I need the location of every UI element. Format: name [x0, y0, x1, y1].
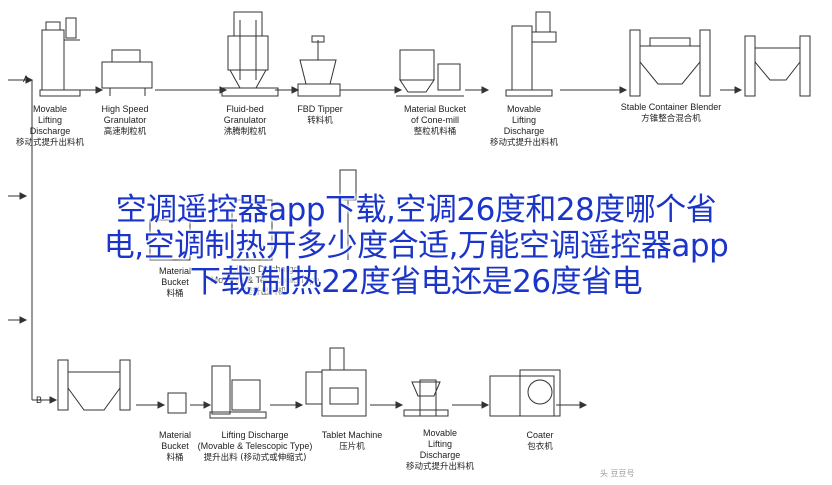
- machine-fluid-bed-granulator: [221, 11, 279, 97]
- flow-line-top: [8, 76, 34, 400]
- label-mid-2: Lifting Discharge Movable & Telescopic T…: [210, 264, 320, 297]
- machine-fbd-tipper: [297, 35, 341, 97]
- arrows-bottom: [136, 401, 588, 409]
- row-marker-a: A: [23, 74, 30, 84]
- machine-stable-container-blender: [629, 29, 811, 97]
- machine-mid-material-bucket: [149, 219, 191, 261]
- machine-bottom-material-bucket: [167, 392, 187, 414]
- overlay-title-line-1: 空调遥控器app下载,空调26度和28度哪个省: [115, 192, 717, 228]
- machine-bottom-tablet-machine: [305, 347, 367, 417]
- arrows-top: [80, 86, 743, 94]
- watermark: 头 豆豆号: [600, 469, 635, 478]
- machine-movable-lifting-1: [39, 17, 81, 97]
- row-marker-b: B: [36, 395, 43, 405]
- machine-bottom-coater: [489, 369, 561, 417]
- machine-mid-lifting-discharge: [231, 169, 357, 261]
- machine-bottom-movable-lifting: [403, 379, 449, 417]
- overlay-title: 空调遥控器app下载,空调26度和28度哪个省 电,空调制热开多少度合适,万能空…: [0, 192, 832, 300]
- machine-cone-mill-bucket: [396, 49, 464, 97]
- overlay-title-line-3: 下载,制热22度省电还是26度省电: [189, 264, 643, 300]
- machine-movable-lifting-2: [505, 11, 557, 97]
- label-bottom-2: Lifting Discharge (Movable & Telescopic …: [197, 430, 313, 463]
- overlay-title-line-2: 电,空调制热开多少度合适,万能空调遥控器app: [103, 228, 729, 264]
- machine-bottom-lifting-discharge: [209, 365, 267, 419]
- machine-high-speed-granulator: [101, 49, 153, 96]
- machine-bottom-blender: [57, 359, 131, 411]
